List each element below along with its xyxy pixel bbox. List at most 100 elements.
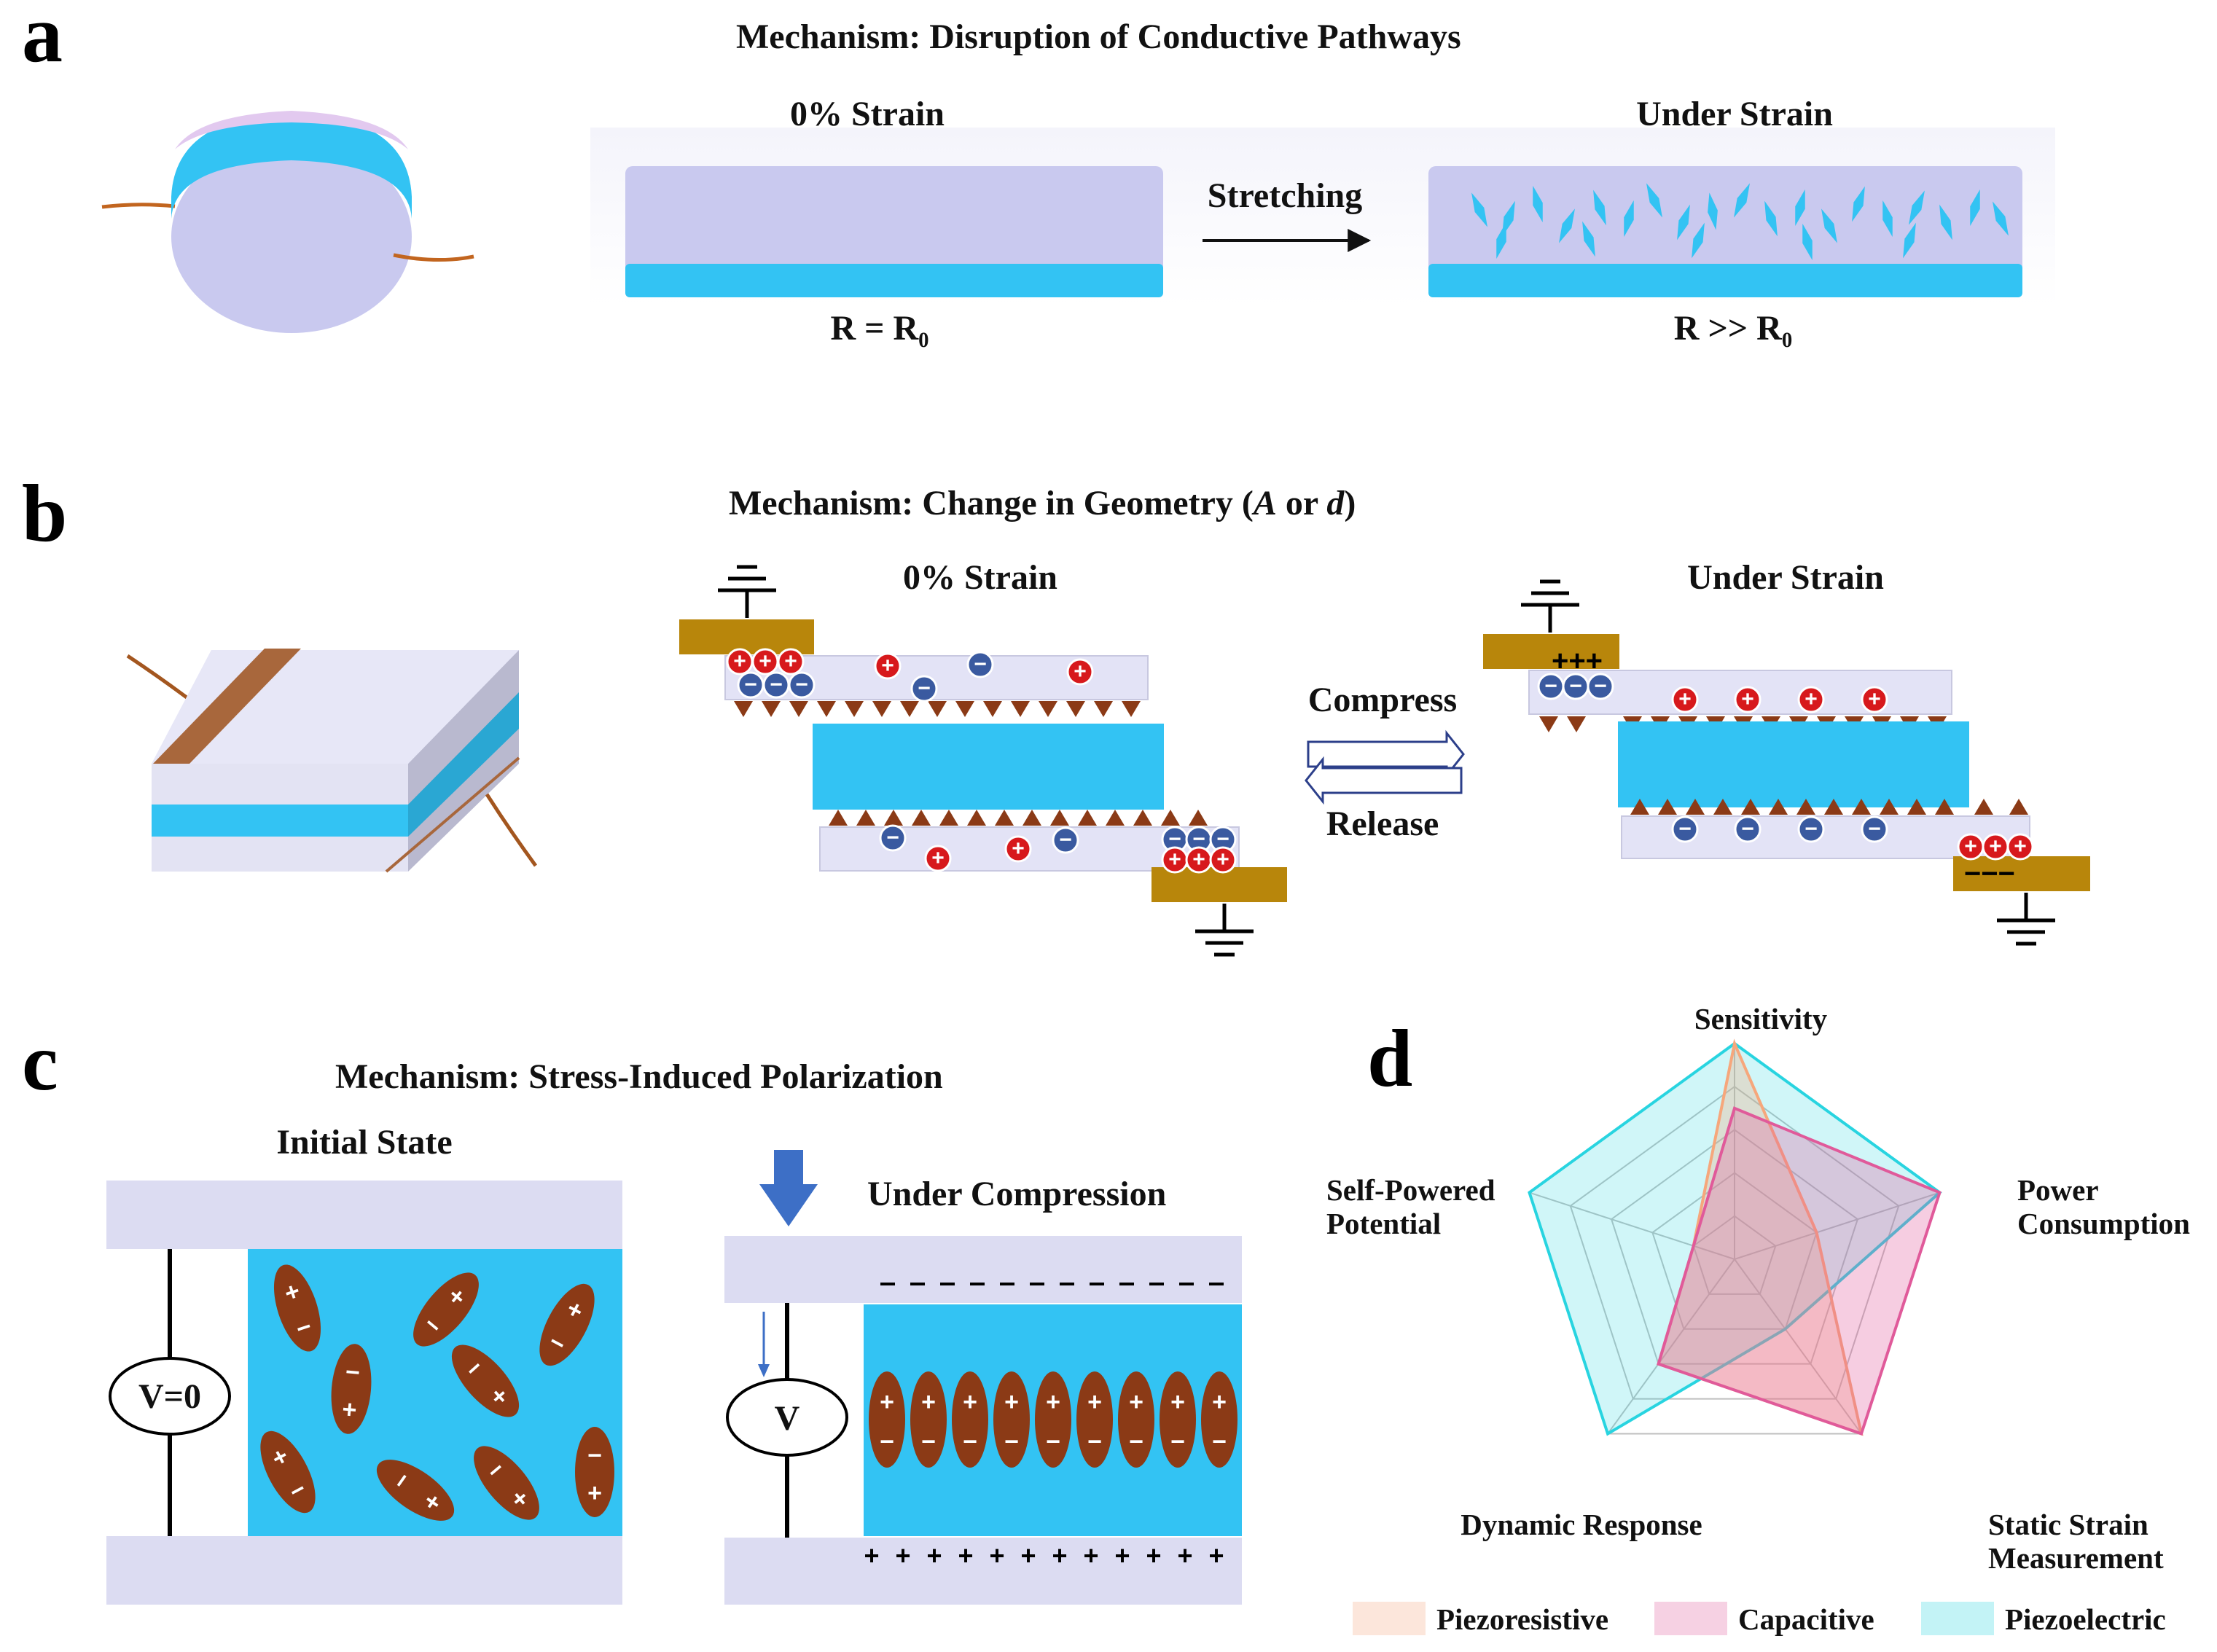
block-lead-wire-bottom xyxy=(485,793,538,867)
block-bottom-electrode-edge xyxy=(385,756,520,873)
dipole-minus: − xyxy=(1212,1428,1227,1456)
panel-letter-d: d xyxy=(1367,1014,1412,1104)
dipole-minus: − xyxy=(880,1428,894,1456)
surface-microstructure xyxy=(928,701,947,717)
surface-microstructure xyxy=(856,810,875,826)
negative-charge xyxy=(1671,815,1699,843)
dipole-body xyxy=(376,1460,455,1521)
minus-sign: − xyxy=(1168,827,1181,851)
positive-charge xyxy=(1797,686,1825,713)
dipole-minus: − xyxy=(1004,1428,1019,1456)
dipole-plus: + xyxy=(587,1479,602,1507)
plus-sign: + xyxy=(1868,687,1881,711)
dipole-body xyxy=(1076,1371,1113,1468)
surface-microstructure xyxy=(884,810,903,826)
radar-spoke xyxy=(1607,1258,1735,1435)
crack-fragment xyxy=(1939,204,1952,240)
panel-b-title-mid: or xyxy=(1277,484,1326,522)
negative-charge xyxy=(1797,815,1825,843)
positive-surface-charge: + xyxy=(1052,1541,1067,1570)
dielectric-spacer xyxy=(813,724,1164,810)
plus-sign: + xyxy=(1074,659,1087,684)
capacitive-block-illustration xyxy=(126,649,538,873)
plus-sign: + xyxy=(2014,834,2027,858)
dipole-body xyxy=(260,1430,316,1514)
electrode-minus-signs: −−− xyxy=(1964,858,2015,890)
positive-surface-charge: + xyxy=(958,1541,973,1570)
dipole: −+ xyxy=(474,1446,539,1520)
capacitor-unstrained: +++−−−+−+−−−−+++−++− xyxy=(679,565,1287,957)
negative-charge xyxy=(1052,826,1079,854)
radar-spoke xyxy=(1734,1258,1862,1435)
radar-spoke xyxy=(1734,1191,1940,1260)
crack-fragment xyxy=(1852,186,1865,222)
surface-microstructure xyxy=(2009,799,2028,815)
block-side-dielectric xyxy=(408,692,519,837)
dipole-body xyxy=(952,1371,988,1468)
negative-charge xyxy=(910,675,938,702)
surface-microstructure xyxy=(1852,799,1871,815)
surface-microstructure xyxy=(1023,810,1041,826)
surface-microstructure xyxy=(1658,799,1677,815)
plus-sign: + xyxy=(931,846,945,870)
panel-a-right-label: Under Strain xyxy=(1636,95,1833,133)
film-strained xyxy=(1428,166,2022,297)
piezo-initial-state: V=0 +−+−+−−+−+−++−−+−+ xyxy=(106,1181,622,1605)
block-front-dielectric xyxy=(152,805,408,837)
negative-charge xyxy=(788,671,816,699)
surface-microstructure xyxy=(967,810,986,826)
dipole: −+ xyxy=(376,1460,455,1521)
positive-surface-charge: + xyxy=(1083,1541,1098,1570)
release-arrow xyxy=(1305,756,1463,805)
dipole-body xyxy=(575,1427,614,1517)
dipole: +− xyxy=(539,1283,595,1366)
plus-sign: + xyxy=(881,654,894,678)
radar-axis-label: Sensitivity xyxy=(1694,1002,1828,1036)
dipole-body xyxy=(1118,1371,1154,1468)
crack-fragment xyxy=(1582,221,1595,257)
radar-series-capacitive xyxy=(1657,1106,1942,1436)
minus-sign: − xyxy=(1216,827,1229,851)
dipole-plus: + xyxy=(963,1388,977,1416)
surface-microstructure xyxy=(789,701,808,717)
surface-microstructure xyxy=(1824,799,1843,815)
surface-microstructure xyxy=(983,701,1002,717)
lead-wire-left xyxy=(101,203,176,209)
film-unstrained xyxy=(625,166,1163,297)
dipole-minus: − xyxy=(1087,1428,1102,1456)
surface-microstructure xyxy=(1907,799,1926,815)
compress-arrow xyxy=(1307,729,1465,779)
crack-fragment xyxy=(1593,189,1606,226)
crack-fragment xyxy=(1802,223,1813,261)
dipole-body xyxy=(474,1446,539,1520)
minus-sign: − xyxy=(1868,817,1881,841)
surface-microstructure xyxy=(1106,810,1125,826)
surface-microstructure xyxy=(1713,799,1732,815)
surface-microstructure xyxy=(1630,799,1649,815)
plus-sign: + xyxy=(1192,847,1205,872)
radar-grid-ring xyxy=(1692,1215,1777,1295)
minus-sign: − xyxy=(974,652,987,676)
positive-surface-charge: + xyxy=(1020,1541,1036,1570)
dipole: +− xyxy=(260,1430,316,1514)
crack-fragment xyxy=(1496,222,1506,259)
surface-microstructure xyxy=(1050,810,1069,826)
plus-sign: + xyxy=(1678,687,1692,711)
resistance-strained: R >> R₀ xyxy=(1674,309,1792,348)
legend-label-piezoelectric: Piezoelectric xyxy=(2005,1602,2166,1636)
panel-b-title-suffix: ) xyxy=(1344,484,1356,522)
dipole: +− xyxy=(273,1264,321,1352)
dipole: −+ xyxy=(331,1344,372,1434)
dipole-minus: − xyxy=(344,1358,361,1387)
surface-microstructure xyxy=(1796,799,1815,815)
panel-letter-a: a xyxy=(22,0,63,79)
plus-sign: + xyxy=(759,649,772,673)
plus-sign: + xyxy=(1805,687,1818,711)
radar-axis-label: Potential xyxy=(1326,1207,1441,1240)
minus-sign: − xyxy=(1544,674,1557,698)
dipole: +− xyxy=(1076,1371,1113,1468)
radar-grid-ring xyxy=(1651,1172,1818,1330)
radar-axis-label: Measurement xyxy=(1988,1541,2164,1575)
